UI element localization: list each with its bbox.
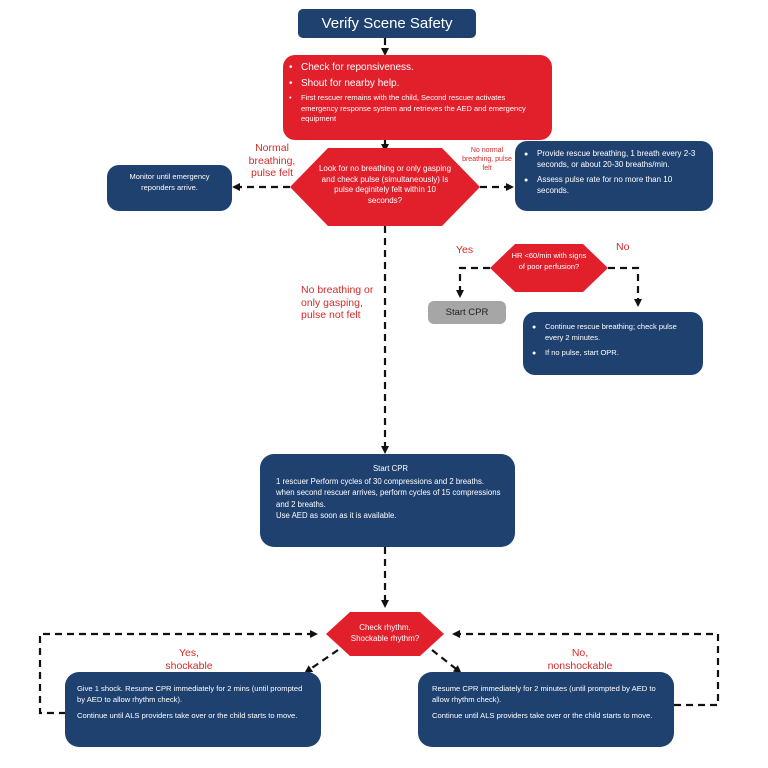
continue-breathing-item: Continue rescue breathing; check pulse e… [531,322,695,343]
shock-text: Give 1 shock. Resume CPR immediately for… [77,684,303,704]
no-normal-breathing-label: No normal breathing, pulse felt [462,147,512,172]
rhythm-check-text: Check rhythm. Shockable rhythm? [350,623,420,643]
cpr-line: Use AED as soon as it is available. [276,511,397,520]
arrow-hr-to-startcpr [456,266,490,298]
shockable-label: Yes, shockable [165,647,213,672]
verify-scene-safety-title: Verify Scene Safety [321,15,453,32]
pulse-check-text: Look for no breathing or only gasping an… [318,164,452,205]
resume-text-continue: Continue until ALS providers take over o… [432,711,653,720]
continue-breathing-item: If no pulse, start OPR. [531,348,695,359]
assess-list: Check for reponsiveness. Shout for nearb… [287,61,544,125]
rescue-breathing-box: Provide rescue breathing, 1 breath every… [515,141,713,211]
assess-item: Check for reponsiveness. [287,61,544,74]
shock-box: Give 1 shock. Resume CPR immediately for… [65,672,321,747]
rescue-breathing-item: Provide rescue breathing, 1 breath every… [523,149,703,170]
arrow-rhythm-to-shock [304,649,339,674]
resume-cpr-box: Resume CPR immediately for 2 minutes (un… [418,672,674,747]
no-breathing-label: No breathing or only gasping, pulse not … [301,284,374,321]
verify-scene-safety-box: Verify Scene Safety [298,9,476,38]
resume-text: Resume CPR immediately for 2 minutes (un… [432,684,656,704]
assess-box: Check for reponsiveness. Shout for nearb… [283,55,552,140]
start-cpr-small-box: Start CPR [428,301,506,324]
loop-resume-to-rhythm [452,630,720,707]
cpr-line: when second rescuer arrives, perform cyc… [276,488,501,509]
cpr-line: 1 rescuer Perform cycles of 30 compressi… [276,476,485,486]
rescue-breathing-item: Assess pulse rate for no more than 10 se… [523,175,703,196]
monitor-text: Monitor until emergency reponders arrive… [129,172,210,192]
monitor-box: Monitor until emergency reponders arrive… [107,165,232,211]
arrow-hr-to-continue [608,266,642,307]
start-cpr-title: Start CPR [372,464,409,473]
normal-breathing-label: Normal breathing, pulse felt [248,142,296,179]
continue-breathing-list: Continue rescue breathing; check pulse e… [531,322,695,359]
loop-shock-to-rhythm [38,630,318,715]
hr-check-text: HR <60/min with signs of poor perfusion? [511,251,587,271]
shock-text-continue: Continue until ALS providers take over o… [77,711,298,720]
hr-no-label: No [616,241,630,253]
arrow-rhythm-to-resume [431,649,462,674]
pulse-check-diamond [290,148,480,226]
rhythm-check-diamond [326,612,444,656]
continue-breathing-box: Continue rescue breathing; check pulse e… [523,312,703,375]
start-cpr-box: Start CPR 1 rescuer Perform cycles of 30… [260,454,515,547]
nonshockable-label: No, nonshockable [547,647,613,672]
hr-yes-label: Yes [456,244,474,256]
assess-item: First rescuer remains with the child, Se… [287,93,544,125]
start-cpr-small-label: Start CPR [445,307,489,318]
rescue-breathing-list: Provide rescue breathing, 1 breath every… [523,149,703,196]
assess-item: Shout for nearby help. [287,77,544,90]
hr-check-diamond [490,244,608,292]
